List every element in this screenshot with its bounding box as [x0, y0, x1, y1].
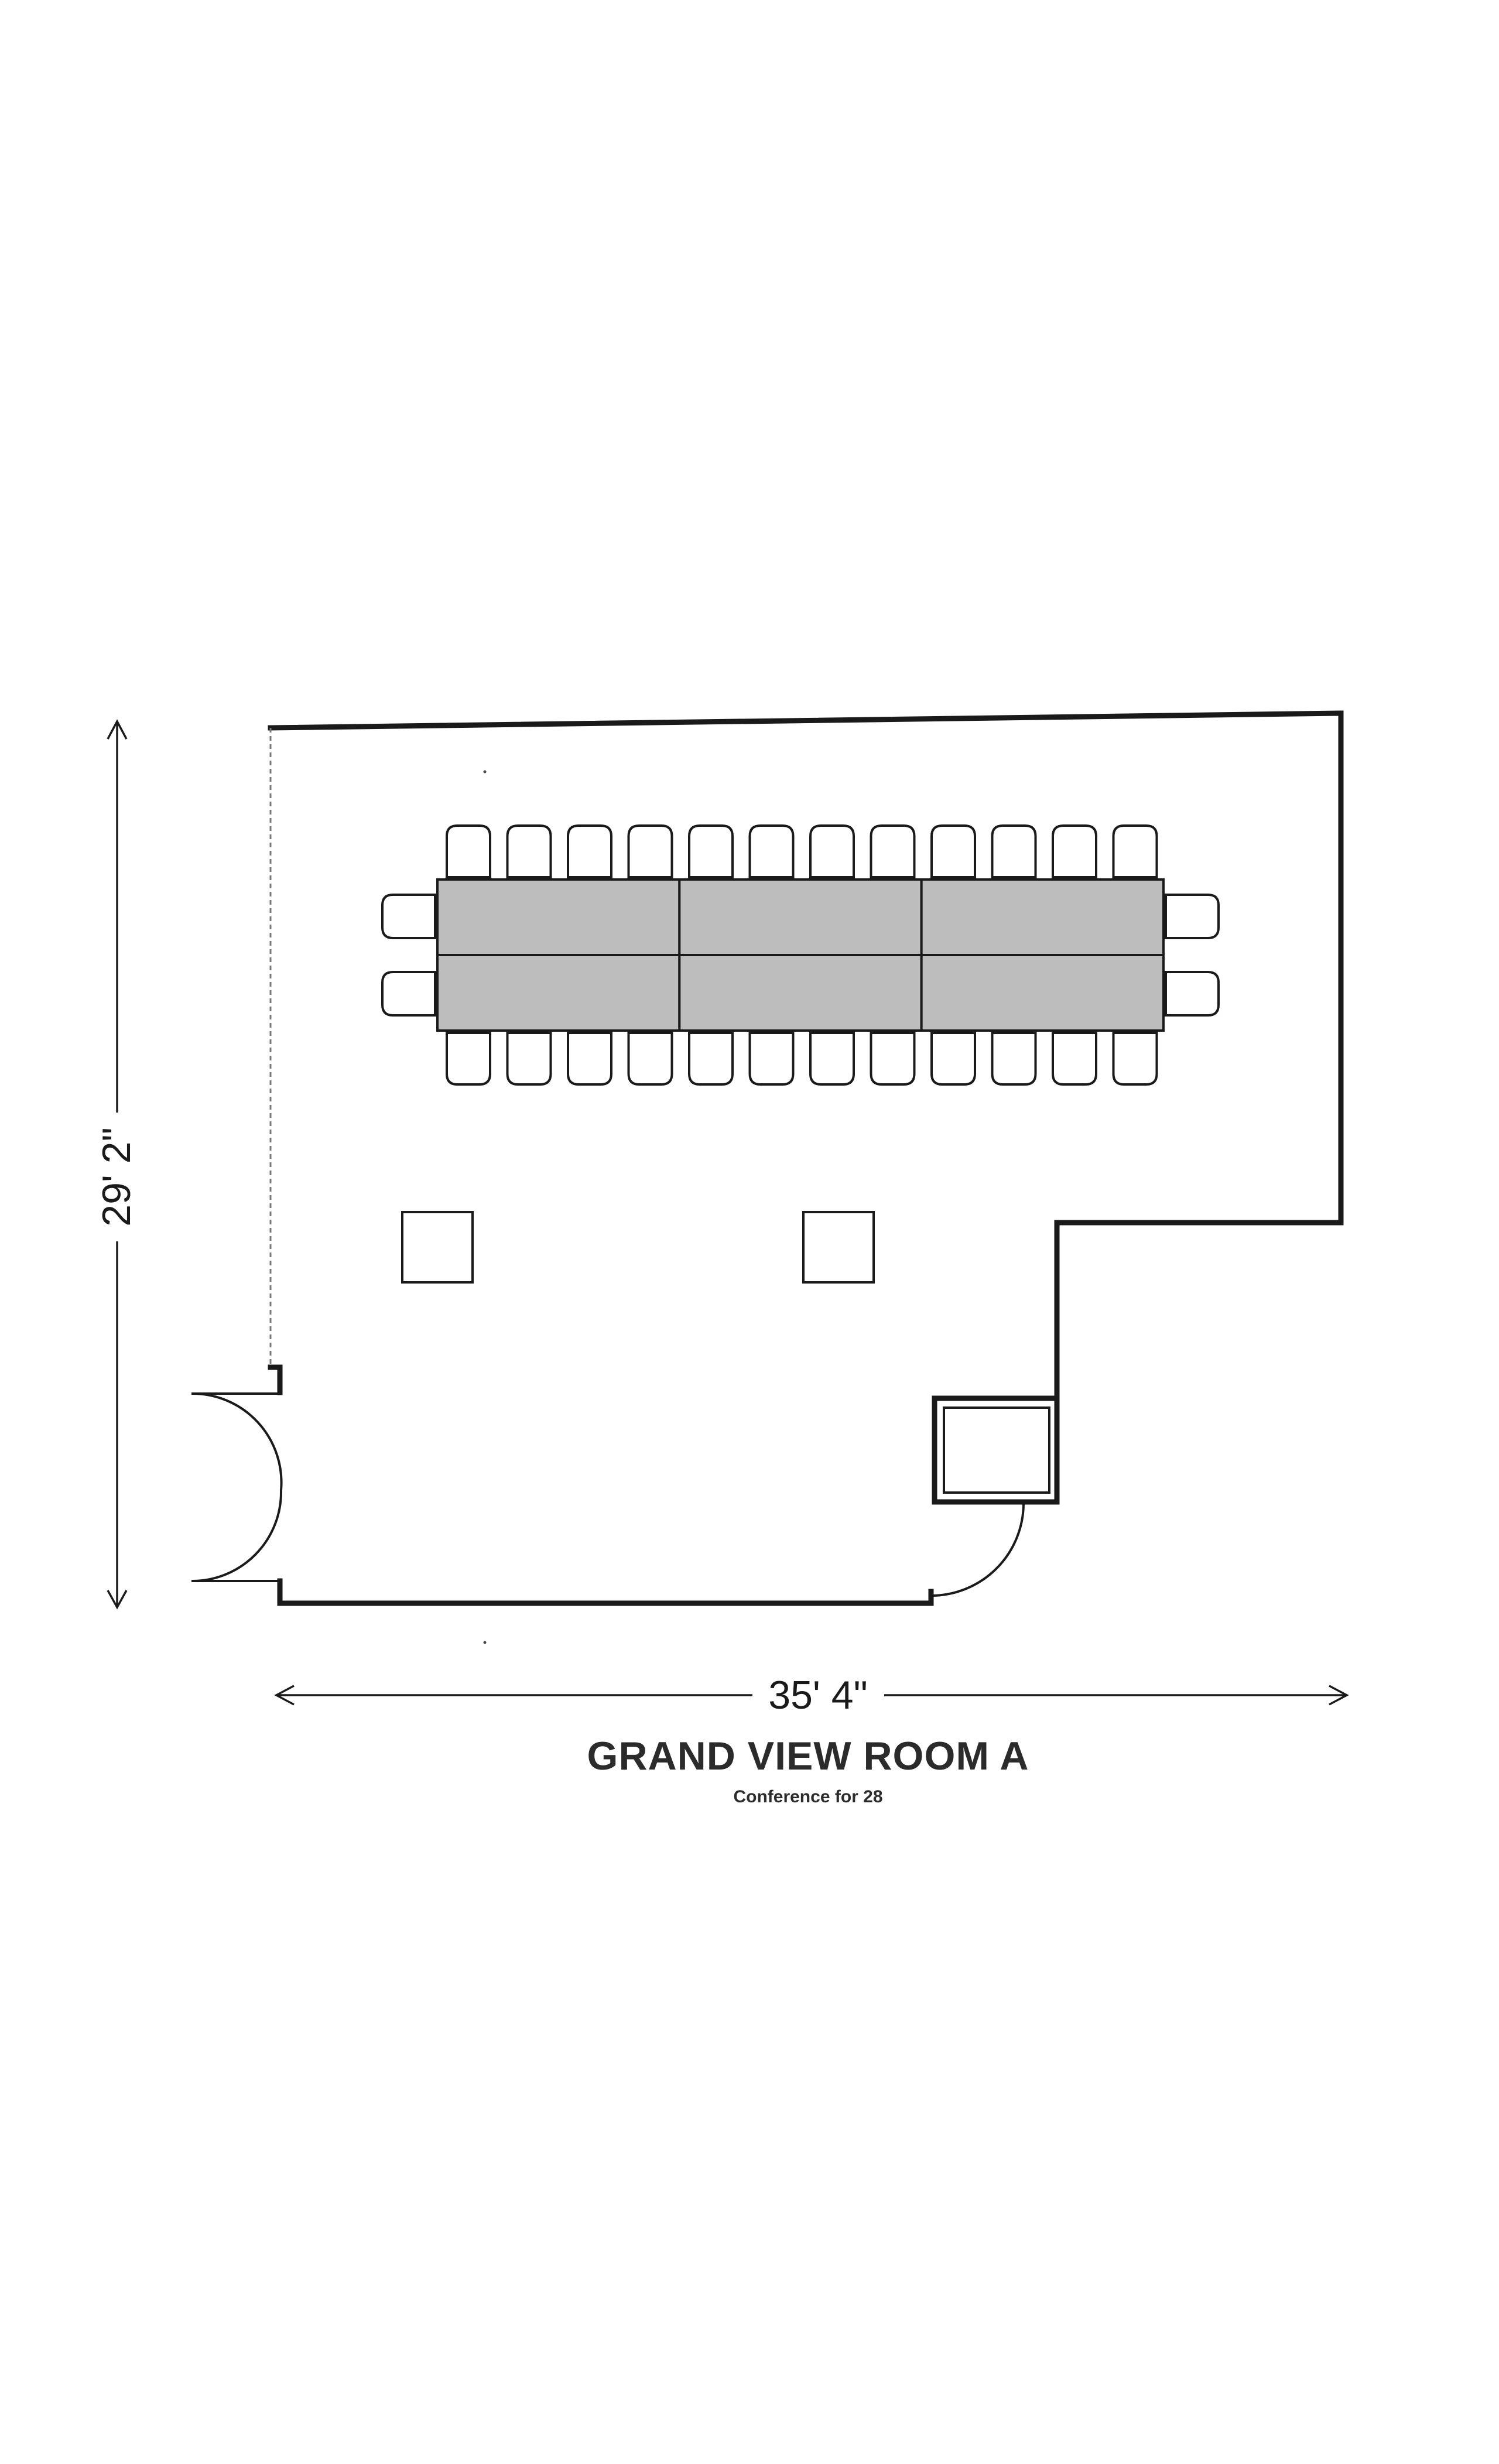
chair	[1052, 1032, 1097, 1086]
double-entrance-door[interactable]	[191, 1392, 283, 1583]
chair	[567, 824, 612, 878]
chair	[688, 824, 734, 878]
chair	[1112, 1032, 1158, 1086]
height-dimension: 29' 2"	[94, 719, 139, 1610]
wall-lower-right	[932, 1395, 1060, 1505]
chairs	[381, 824, 1220, 1086]
width-arrow-right	[1329, 1685, 1349, 1706]
chair	[809, 824, 855, 878]
height-arrow-top	[107, 719, 128, 740]
room-title: GRAND VIEW ROOM A	[587, 1734, 1029, 1778]
chair	[991, 1032, 1037, 1086]
chair	[870, 824, 916, 878]
chair	[506, 824, 552, 878]
wall-main	[268, 710, 1344, 1505]
chair	[1112, 824, 1158, 878]
chair	[567, 1032, 612, 1086]
single-door[interactable]	[930, 1502, 1025, 1597]
chair	[1165, 971, 1220, 1017]
height-arrow-bottom	[107, 1590, 128, 1610]
table-section	[920, 878, 1165, 956]
chair	[506, 1032, 552, 1086]
chair	[627, 824, 673, 878]
room-subtitle: Conference for 28	[733, 1787, 883, 1806]
chair	[446, 824, 491, 878]
column-right	[802, 1211, 875, 1284]
storage-closet	[943, 1406, 1050, 1494]
wall-bottom	[277, 1578, 934, 1606]
room-walls	[268, 710, 1344, 1606]
chair	[688, 1032, 734, 1086]
conference-table	[436, 878, 1165, 1032]
chair	[930, 1032, 976, 1086]
chair	[748, 1032, 795, 1086]
door-leaf-upper	[191, 1392, 283, 1491]
table-section	[678, 954, 923, 1032]
chair	[809, 1032, 855, 1086]
chair	[991, 824, 1037, 878]
chair	[381, 894, 436, 939]
table-section	[436, 954, 681, 1032]
door-leaf-lower	[191, 1490, 283, 1583]
chair	[748, 824, 795, 878]
chair	[446, 1032, 491, 1086]
height-label: 29' 2"	[94, 1127, 139, 1226]
chair	[627, 1032, 673, 1086]
chair	[870, 1032, 916, 1086]
table-section	[920, 954, 1165, 1032]
chair	[1165, 894, 1220, 939]
scan-speck	[483, 1641, 487, 1644]
table-section	[678, 878, 923, 956]
width-label: 35' 4"	[768, 1673, 867, 1717]
table-section	[436, 878, 681, 956]
chair	[930, 824, 976, 878]
column-left	[401, 1211, 474, 1284]
width-dimension: 35' 4"	[274, 1673, 1349, 1717]
chair	[381, 971, 436, 1017]
width-arrow-left	[274, 1685, 295, 1706]
scan-speck	[483, 770, 487, 774]
chair	[1052, 824, 1097, 878]
wall-left-stub	[268, 1364, 283, 1395]
